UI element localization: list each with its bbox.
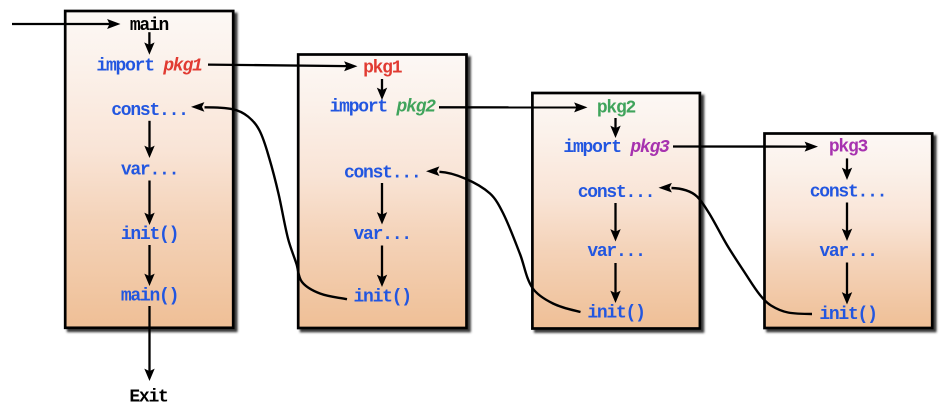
svg-text:const...: const... [111,101,188,121]
svg-text:var...: var... [121,161,178,181]
svg-text:pkg3: pkg3 [829,138,868,158]
svg-text:main: main [130,16,169,36]
svg-text:Exit: Exit [129,388,168,408]
svg-text:init(): init() [121,225,178,245]
svg-text:main(): main() [121,287,178,307]
svg-text:import pkg1: import pkg1 [96,57,202,77]
svg-text:var...: var... [354,225,411,245]
svg-text:const...: const... [810,183,887,203]
svg-text:init(): init() [587,304,644,324]
svg-text:import pkg3: import pkg3 [563,138,670,158]
svg-text:pkg1: pkg1 [363,59,403,79]
svg-text:pkg2: pkg2 [597,99,636,119]
svg-text:init(): init() [354,288,411,308]
svg-text:const...: const... [578,183,655,203]
svg-text:const...: const... [344,164,421,184]
svg-text:import pkg2: import pkg2 [330,98,437,118]
svg-text:var...: var... [819,242,876,262]
svg-text:var...: var... [587,242,644,262]
svg-text:init(): init() [819,305,876,325]
